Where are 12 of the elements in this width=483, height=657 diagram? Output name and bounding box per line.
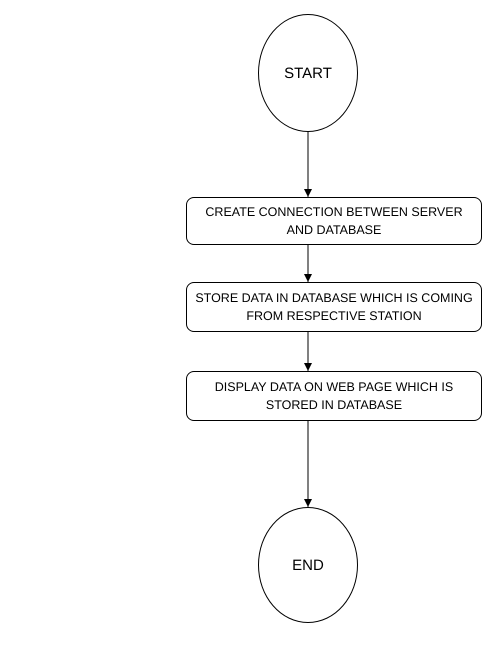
arrow [304,132,312,198]
node-label: END [292,556,324,574]
node-label: DISPLAY DATA ON WEB PAGE WHICH IS STORED IN DATABASE [214,378,454,414]
arrow [304,244,312,282]
arrow [304,332,312,372]
process-box [186,371,482,421]
node-label: STORE DATA IN DATABASE WHICH IS COMING FROM RESPECTIVE STATION [194,290,474,325]
process-box [186,197,482,245]
arrow [304,420,312,508]
node-label: CREATE CONNECTION BETWEEN SERVER AND DATABASE [204,204,464,239]
node-label: START [284,64,332,82]
process-box [186,282,482,332]
